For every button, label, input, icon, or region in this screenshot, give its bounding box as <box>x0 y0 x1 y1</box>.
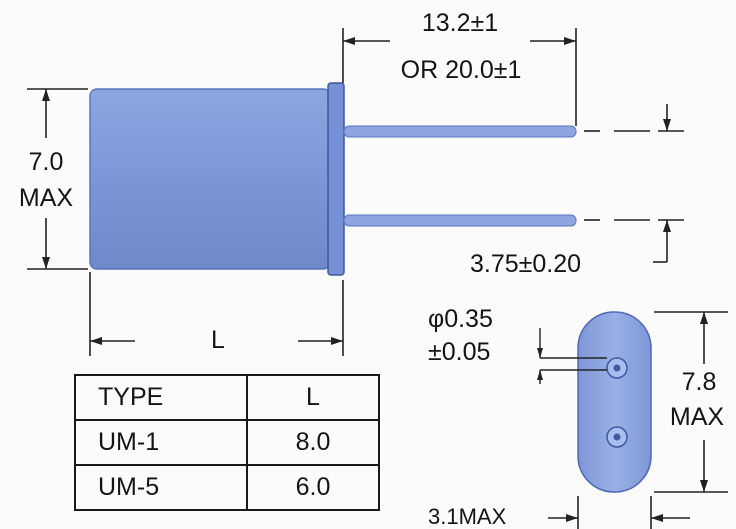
table-header-type: TYPE <box>74 374 248 421</box>
body-length-label: L <box>211 326 225 354</box>
base-view <box>577 311 652 493</box>
height-dimension <box>27 88 88 270</box>
lead-length-label-2: OR 20.0±1 <box>400 56 522 84</box>
table-cell-l: 6.0 <box>246 464 380 511</box>
upper-pin <box>606 357 628 379</box>
lead-diameter-label-1: φ0.35 <box>428 305 493 333</box>
type-table: TYPE L UM-1 8.0 UM-5 6.0 <box>74 374 380 511</box>
table-cell-type: UM-1 <box>74 419 248 466</box>
base-height-dimension <box>654 311 728 493</box>
base-height-max-label: MAX <box>669 403 725 431</box>
table-row: UM-1 8.0 <box>74 419 380 466</box>
lower-lead <box>343 214 577 227</box>
base-thickness-label: 3.1MAX <box>428 504 507 529</box>
body-length-dimension <box>89 272 344 356</box>
height-max-label: MAX <box>18 184 74 212</box>
table-cell-l: 8.0 <box>246 419 380 466</box>
table-header-l: L <box>246 374 380 421</box>
lead-spacing-label: 3.75±0.20 <box>470 250 582 278</box>
upper-lead <box>343 125 577 138</box>
crystal-body <box>89 88 331 270</box>
height-value-label: 7.0 <box>28 148 64 176</box>
lead-length-label-1: 13.2±1 <box>421 9 499 37</box>
crystal-flange <box>327 82 345 276</box>
table-cell-type: UM-5 <box>74 464 248 511</box>
lead-spacing-dimension <box>584 104 684 263</box>
lower-pin <box>606 426 628 448</box>
table-header-row: TYPE L <box>74 374 380 421</box>
base-height-value-label: 7.8 <box>681 368 717 396</box>
pin-diameter-dimension <box>537 328 607 384</box>
lead-diameter-label-2: ±0.05 <box>428 338 491 366</box>
lead-length-dimension <box>342 28 577 126</box>
table-row: UM-5 6.0 <box>74 464 380 511</box>
base-thickness-dimension <box>548 496 690 529</box>
